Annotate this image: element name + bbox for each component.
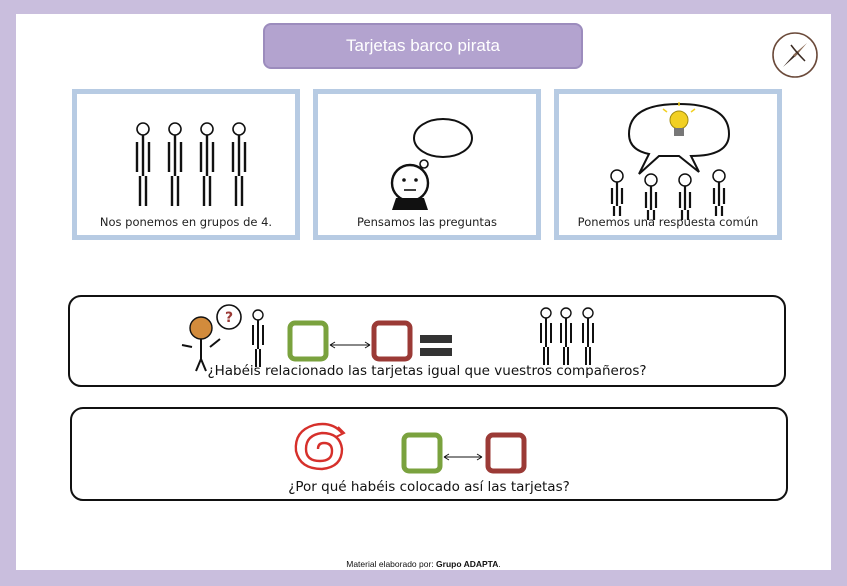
three-people-icon — [540, 307, 594, 365]
question-text-why: ¿Por qué habéis colocado así las tarjeta… — [288, 479, 570, 495]
card-caption-groups: Nos ponemos en grupos de 4. — [99, 215, 273, 229]
card-think-questions: Pensamos las preguntas — [313, 89, 541, 240]
green-card-icon — [287, 320, 329, 362]
equals-icon — [420, 335, 452, 356]
red-card-icon-2 — [485, 432, 527, 474]
compare-pictograms: ? — [181, 304, 594, 372]
footer-suffix: . — [498, 559, 501, 569]
card-common-answer: Ponemos una respuesta común — [554, 89, 782, 240]
spiral-why-icon — [294, 422, 346, 471]
red-card-icon — [371, 320, 413, 362]
compass-logo-icon — [772, 32, 818, 78]
group-idea-icon — [610, 102, 731, 220]
card-groups-of-four: Nos ponemos en grupos de 4. — [72, 89, 300, 240]
svg-text:?: ? — [225, 310, 233, 326]
card-caption-think: Pensamos las preguntas — [357, 215, 497, 229]
question-box-compare: ? ¿Habéis relacionado las tarjetas igual… — [68, 295, 786, 387]
card-caption-answer: Ponemos una respuesta común — [577, 215, 759, 229]
footer-group: Grupo ADAPTA — [436, 559, 499, 569]
page-title: Tarjetas barco pirata — [263, 23, 583, 69]
person-icon — [252, 309, 264, 367]
four-people-icon — [135, 122, 247, 206]
worksheet-page: Tarjetas barco pirata — [16, 14, 831, 570]
person-question-icon: ? — [181, 304, 242, 372]
footer-credit: Material elaborado por: Grupo ADAPTA. — [16, 559, 831, 569]
double-arrow-icon-2 — [443, 453, 483, 461]
green-card-icon-2 — [401, 432, 443, 474]
thinking-face-icon — [390, 118, 473, 210]
question-box-why: ¿Por qué habéis colocado así las tarjeta… — [70, 407, 788, 501]
question-text-compare: ¿Habéis relacionado las tarjetas igual q… — [207, 363, 647, 379]
footer-prefix: Material elaborado por: — [346, 559, 437, 569]
why-pictograms — [294, 422, 527, 474]
page-title-text: Tarjetas barco pirata — [345, 36, 501, 55]
double-arrow-icon — [329, 341, 371, 349]
